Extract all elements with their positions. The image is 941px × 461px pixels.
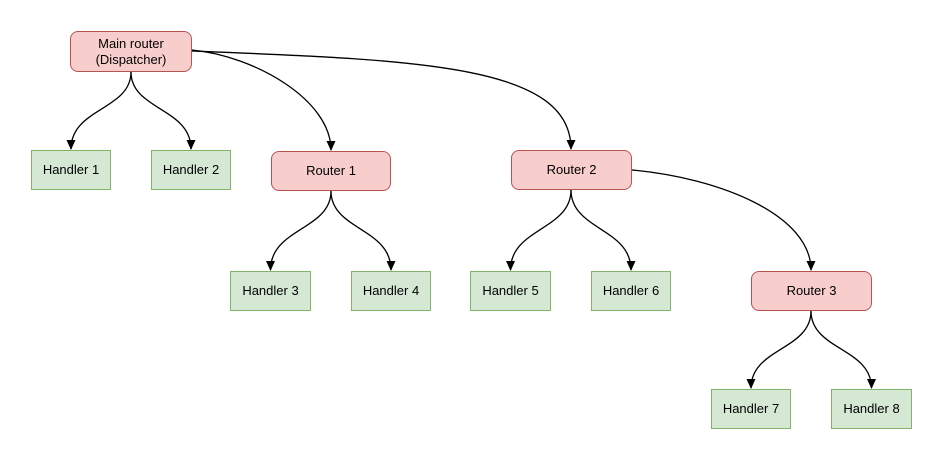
edge-router-3-to-handler-8 xyxy=(810,310,876,389)
node-router-2: Router 2 xyxy=(511,150,632,190)
edge-router-2-to-handler-6 xyxy=(570,189,636,271)
edge-main-router-to-router-2 xyxy=(191,50,576,150)
node-handler-3: Handler 3 xyxy=(230,271,311,311)
node-handler-8: Handler 8 xyxy=(831,389,912,429)
node-handler-6: Handler 6 xyxy=(591,271,671,311)
edge-router-1-to-handler-3 xyxy=(266,190,332,271)
edge-main-router-to-router-1 xyxy=(191,49,336,151)
edge-router-2-to-router-3 xyxy=(631,169,816,271)
node-main-router: Main router (Dispatcher) xyxy=(70,31,192,72)
node-router-3: Router 3 xyxy=(751,271,872,311)
edge-router-3-to-handler-7 xyxy=(746,310,812,389)
node-handler-4: Handler 4 xyxy=(351,271,431,311)
edge-main-router-to-handler-2 xyxy=(130,71,196,150)
edge-router-1-to-handler-4 xyxy=(330,190,396,271)
edge-router-2-to-handler-5 xyxy=(506,189,572,271)
node-router-1: Router 1 xyxy=(271,151,391,191)
node-handler-5: Handler 5 xyxy=(470,271,551,311)
node-handler-7: Handler 7 xyxy=(711,389,791,429)
node-handler-2: Handler 2 xyxy=(151,150,231,190)
node-handler-1: Handler 1 xyxy=(31,150,111,190)
edge-main-router-to-handler-1 xyxy=(66,71,132,150)
